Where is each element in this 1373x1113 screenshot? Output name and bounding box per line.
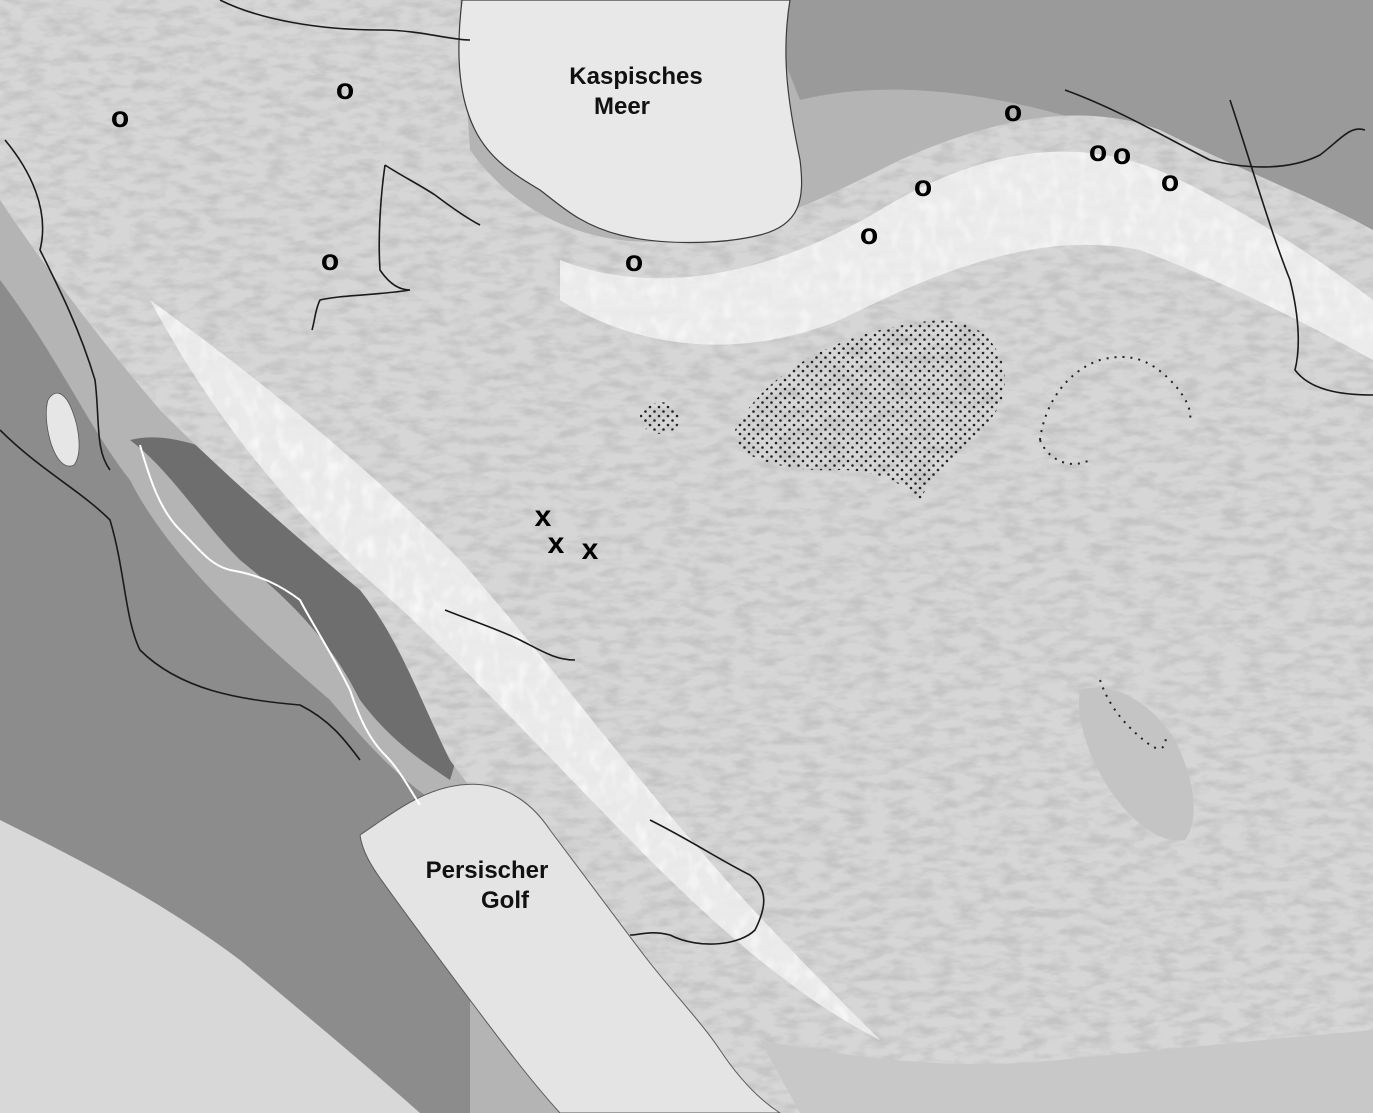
- sistan-depression: [1079, 687, 1194, 841]
- border-iran-iraq: [0, 429, 361, 761]
- border-gulf-coast: [629, 819, 765, 945]
- southeast-dotted-outline: [1099, 679, 1167, 750]
- o-marker: o: [1004, 95, 1022, 128]
- arabia-light: [0, 820, 420, 1113]
- tigris-river: [139, 444, 421, 806]
- o-marker: o: [321, 244, 339, 277]
- turkmen-lowland: [760, 0, 1373, 260]
- border-kuwait: [444, 609, 576, 661]
- x-marker: x: [548, 527, 565, 560]
- caspian-label-line2: Meer: [594, 93, 650, 120]
- dasht-e-kavir-dotted: [735, 320, 1005, 500]
- gulf-of-oman: [760, 1030, 1373, 1113]
- x-marker: x: [582, 533, 599, 566]
- small-dotted-patch: [640, 402, 681, 434]
- x-marker: x: [535, 500, 552, 533]
- gulf-label-line2: Golf: [481, 887, 530, 914]
- zagros-highlight: [150, 300, 880, 1040]
- caspian-label-line1: Kaspisches: [569, 63, 702, 90]
- o-marker: o: [1161, 165, 1179, 198]
- political-borders: [0, 0, 1373, 945]
- o-marker: o: [336, 73, 354, 106]
- gulf-label-line1: Persischer: [426, 857, 549, 884]
- border-turkmen: [1064, 89, 1366, 168]
- x-markers: x x x: [535, 500, 599, 566]
- o-marker: o: [1089, 135, 1107, 168]
- rivers: [139, 444, 421, 806]
- o-markers: o o o o o o o o o o: [111, 73, 1179, 278]
- border-north-west: [219, 0, 471, 41]
- border-caucasus: [4, 139, 111, 471]
- o-marker: o: [111, 101, 129, 134]
- o-marker: o: [625, 245, 643, 278]
- border-armenia-azer: [311, 164, 481, 331]
- mesopotamia-plain: [130, 437, 461, 780]
- caspian-sea: [458, 0, 803, 244]
- o-marker: o: [860, 218, 878, 251]
- border-afghan: [1229, 99, 1373, 396]
- alborz-highlight: [560, 151, 1373, 360]
- o-marker: o: [1113, 138, 1131, 171]
- persian-gulf: [359, 783, 781, 1113]
- lake-urmia: [45, 392, 80, 467]
- o-marker: o: [914, 170, 932, 203]
